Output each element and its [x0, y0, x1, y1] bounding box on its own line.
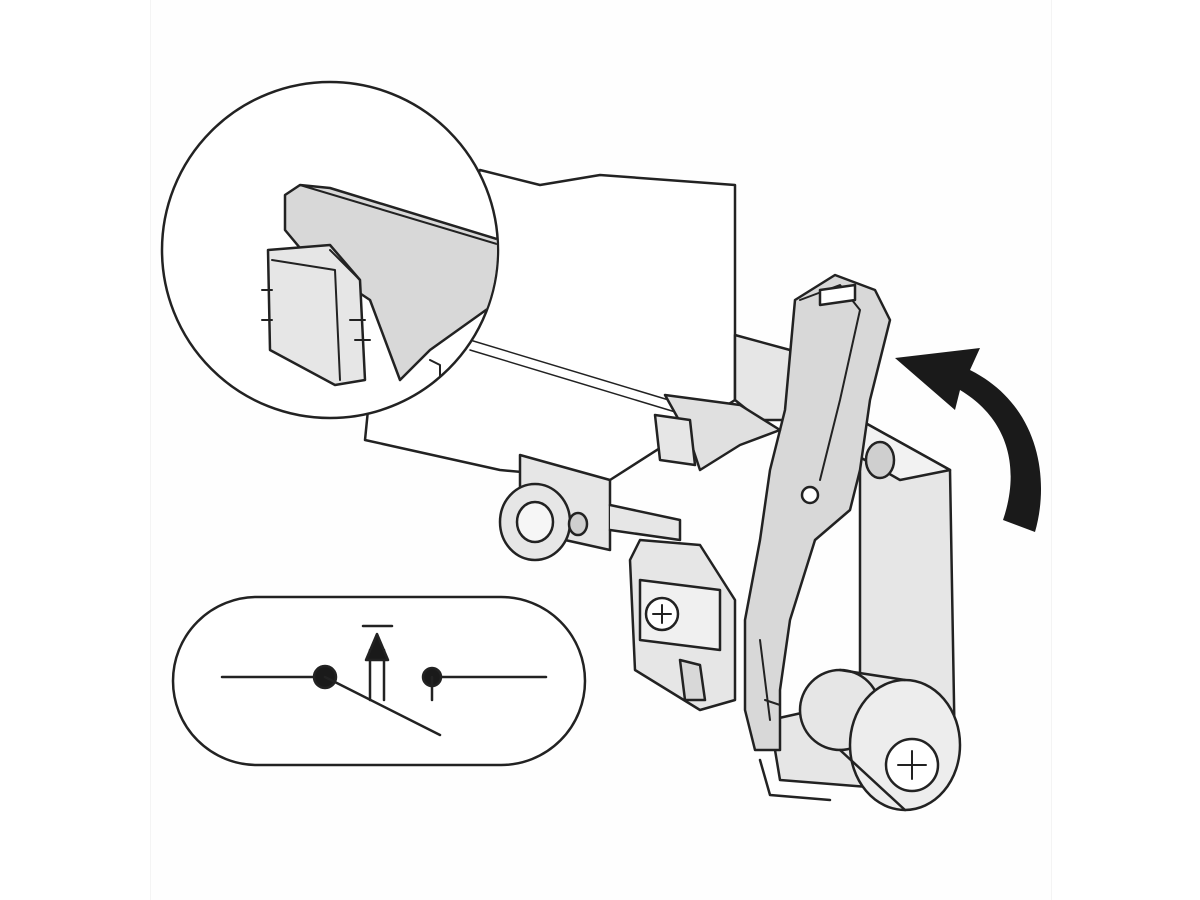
contact-symbol	[171, 595, 587, 767]
rotate-arrow-icon	[895, 348, 1042, 532]
rail-bracket	[498, 333, 802, 562]
front-mount	[628, 538, 737, 712]
release-lever	[653, 273, 892, 752]
detail-magnifier	[160, 80, 500, 420]
terminal-knob	[798, 668, 962, 812]
